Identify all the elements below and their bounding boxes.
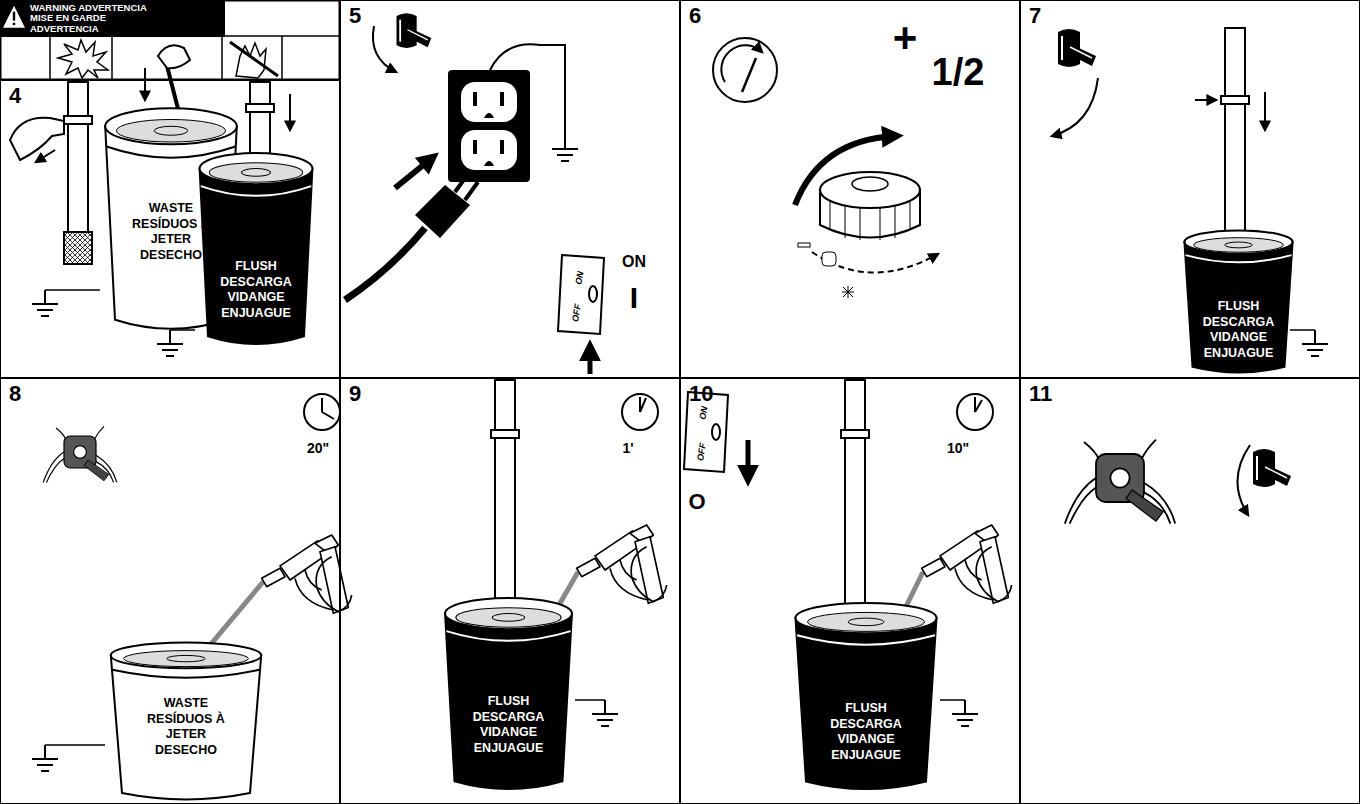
step-number: 11 xyxy=(1029,383,1052,405)
step-value: ON xyxy=(622,254,646,270)
step-number: 9 xyxy=(349,383,361,405)
step-panel: 7FLUSH DESCARGA VIDANGE ENJUAGUE xyxy=(1020,0,1360,378)
step-number: 10 xyxy=(689,383,713,405)
step-number: 5 xyxy=(349,5,361,27)
step-number: 4 xyxy=(9,85,21,107)
step-value: 1' xyxy=(622,441,633,455)
bucket-label: FLUSH DESCARGA VIDANGE ENJUAGUE xyxy=(825,701,907,764)
step-value: 1/2 xyxy=(932,53,985,91)
step-number: 7 xyxy=(1029,5,1041,27)
step-value: O xyxy=(688,491,705,513)
step-panel: 11 xyxy=(1020,378,1360,804)
bucket-label: FLUSH DESCARGA VIDANGE ENJUAGUE xyxy=(468,694,550,757)
bucket: FLUSH DESCARGA VIDANGE ENJUAGUE xyxy=(791,601,941,791)
step-6-art xyxy=(713,38,938,298)
step-11-art xyxy=(1065,440,1291,524)
bucket: FLUSH DESCARGA VIDANGE ENJUAGUE xyxy=(1181,229,1296,374)
warning-frame xyxy=(0,1,340,80)
bucket: FLUSH DESCARGA VIDANGE ENJUAGUE xyxy=(441,596,576,791)
warning-header: WARNING ADVERTENCIA MISE EN GARDE ADVERT… xyxy=(0,0,225,37)
step-panel: 8WASTE RESÍDUOS À JETER DESECHO xyxy=(0,378,340,804)
no-touch-icon xyxy=(230,42,278,78)
step-panel: 5 xyxy=(340,0,680,378)
step-5-art xyxy=(345,13,604,374)
explosion-icon xyxy=(58,40,108,78)
warning-text: WARNING ADVERTENCIA MISE EN GARDE ADVERT… xyxy=(30,3,158,34)
step-panel: 4WASTE RESÍDUOS À JETER DESECHOFLUSH DES… xyxy=(0,80,340,378)
bucket-shape xyxy=(441,596,576,791)
bucket-shape xyxy=(791,601,941,791)
step-8-art xyxy=(32,394,352,771)
step-number: 6 xyxy=(689,5,701,27)
step-value: 20" xyxy=(307,441,329,455)
step-number: 8 xyxy=(9,383,21,405)
bucket-label: FLUSH DESCARGA VIDANGE ENJUAGUE xyxy=(215,259,297,322)
bucket-label: WASTE RESÍDUOS À JETER DESECHO xyxy=(130,201,212,264)
step-value: I xyxy=(630,283,638,313)
step-value: 10" xyxy=(947,441,969,455)
bucket-label: WASTE RESÍDUOS À JETER DESECHO xyxy=(145,696,227,759)
bucket: WASTE RESÍDUOS À JETER DESECHO xyxy=(106,641,266,801)
step-value: + xyxy=(893,17,918,59)
bucket-label: FLUSH DESCARGA VIDANGE ENJUAGUE xyxy=(1198,299,1280,362)
bucket: FLUSH DESCARGA VIDANGE ENJUAGUE xyxy=(196,151,316,346)
